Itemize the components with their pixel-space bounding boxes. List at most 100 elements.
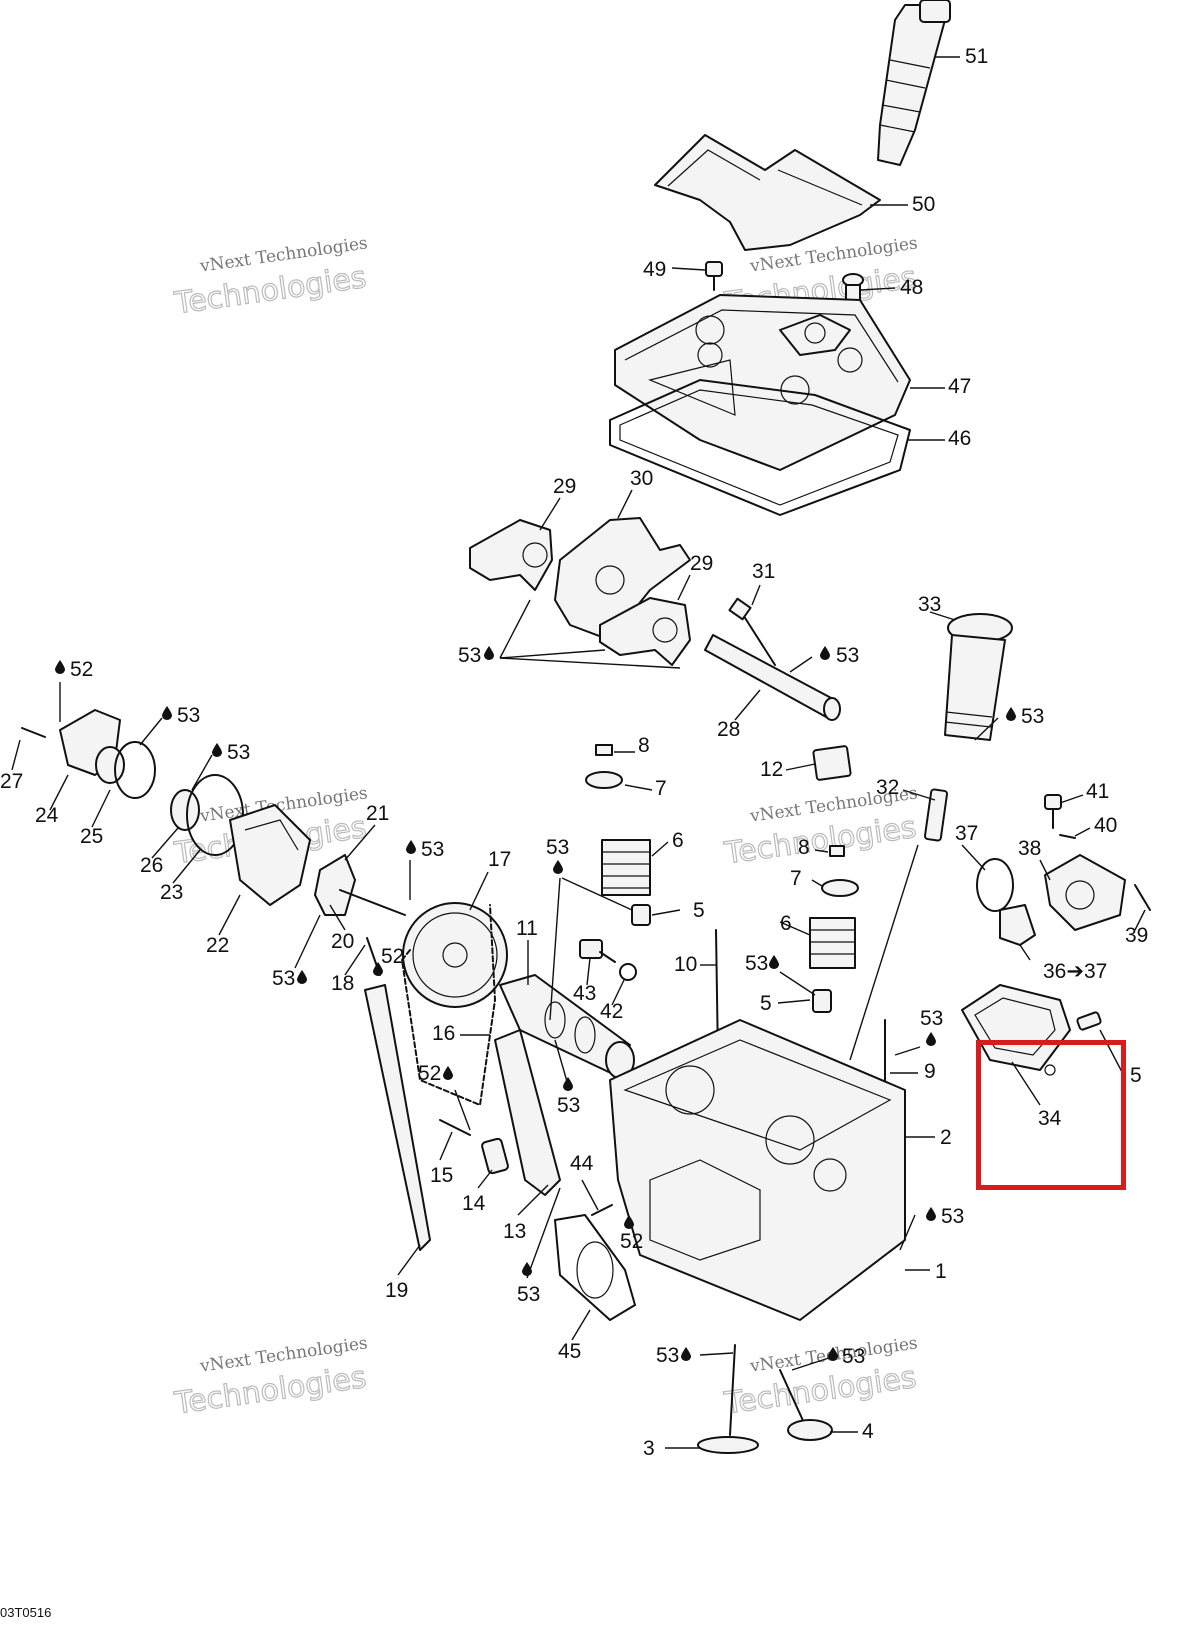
callout-53: 53 bbox=[227, 741, 250, 764]
callout-50: 50 bbox=[912, 193, 935, 216]
drop-icon bbox=[55, 660, 65, 674]
leader-lines bbox=[11, 56, 1146, 1449]
callout-5: 5 bbox=[760, 992, 772, 1015]
callout-14: 14 bbox=[462, 1192, 486, 1215]
drop-icon bbox=[297, 970, 307, 984]
drop-icon bbox=[563, 1077, 573, 1091]
callout-53: 53 bbox=[1021, 705, 1044, 728]
callout-26: 26 bbox=[140, 854, 163, 877]
camshaft-part bbox=[499, 974, 635, 1079]
sleeve-14-part bbox=[481, 1137, 509, 1175]
callout-37: 37 bbox=[955, 822, 978, 845]
callout-53: 53 bbox=[920, 1007, 943, 1030]
callout-32: 32 bbox=[876, 776, 899, 799]
ignition-coil-part bbox=[877, 0, 951, 166]
callout-51: 51 bbox=[965, 45, 988, 68]
watermark-bottom-right: vNext Technologies Technologies bbox=[721, 1333, 919, 1422]
valve-cover-gasket-part bbox=[609, 379, 911, 516]
callout-31: 31 bbox=[752, 560, 775, 583]
callout-13: 13 bbox=[503, 1220, 526, 1243]
callout-53: 53 bbox=[177, 704, 200, 727]
callout-38: 38 bbox=[1018, 837, 1041, 860]
callout-20: 20 bbox=[331, 930, 354, 953]
callout-53: 53 bbox=[836, 644, 859, 667]
callout-27: 27 bbox=[0, 770, 23, 793]
callout-33: 33 bbox=[918, 593, 941, 616]
grommet-48-part bbox=[842, 273, 864, 302]
callout-10: 10 bbox=[674, 953, 697, 976]
callout-1: 1 bbox=[935, 1260, 947, 1283]
callout-41: 41 bbox=[1086, 780, 1109, 803]
callout-43: 43 bbox=[573, 982, 596, 1005]
drop-icon bbox=[553, 860, 563, 874]
seal-26-part bbox=[170, 789, 200, 831]
callout-17: 17 bbox=[488, 848, 511, 871]
thermostat-36-part bbox=[999, 904, 1036, 946]
thermostat-seal-37-part bbox=[976, 858, 1014, 912]
drop-icon bbox=[820, 646, 830, 660]
callout-48: 48 bbox=[900, 276, 923, 299]
callout-53: 53 bbox=[656, 1344, 679, 1367]
water-outlet-left-part bbox=[21, 709, 156, 799]
cover-part bbox=[654, 134, 881, 251]
callout-40: 40 bbox=[1094, 814, 1117, 837]
callout-21: 21 bbox=[366, 802, 389, 825]
callout-24: 24 bbox=[35, 804, 59, 827]
drop-icon bbox=[681, 1347, 691, 1361]
cam-gear-cover-22-part bbox=[229, 804, 311, 906]
callout-15: 15 bbox=[430, 1164, 453, 1187]
callout-8: 8 bbox=[798, 836, 810, 859]
callout-36-to-37: 36➔37 bbox=[1043, 960, 1107, 983]
drop-icon bbox=[406, 840, 416, 854]
chain-guide-19-part bbox=[364, 984, 431, 1251]
callout-8: 8 bbox=[638, 734, 650, 757]
callout-44: 44 bbox=[570, 1152, 594, 1175]
callout-3: 3 bbox=[643, 1437, 655, 1460]
drop-icon bbox=[1006, 707, 1016, 721]
callout-9: 9 bbox=[924, 1060, 936, 1083]
rocker-arm-assembly-part bbox=[469, 517, 691, 666]
bolt-15-part bbox=[439, 1119, 471, 1136]
callout-49: 49 bbox=[643, 258, 666, 281]
camshaft-sprocket-part bbox=[402, 902, 508, 1008]
callout-53: 53 bbox=[546, 836, 569, 859]
callout-34: 34 bbox=[1038, 1107, 1062, 1130]
callout-11: 11 bbox=[516, 917, 538, 940]
callout-30: 30 bbox=[630, 467, 653, 490]
pin-44-part bbox=[591, 1204, 613, 1216]
callout-47: 47 bbox=[948, 375, 971, 398]
drop-icon bbox=[162, 706, 172, 720]
drawing-code: 03T0516 bbox=[0, 1605, 52, 1620]
intake-valve-part bbox=[697, 1344, 759, 1454]
thermostat-housing-38-part bbox=[1044, 854, 1126, 931]
spark-plug-part bbox=[923, 788, 949, 842]
callout-53: 53 bbox=[745, 952, 768, 975]
callout-45: 45 bbox=[558, 1340, 581, 1363]
callout-52: 52 bbox=[418, 1062, 441, 1085]
callout-7: 7 bbox=[790, 867, 802, 890]
watermark-top-left: vNext Technologies Technologies bbox=[171, 233, 369, 322]
temperature-sensor-part bbox=[579, 939, 637, 981]
cylinder-head-part bbox=[609, 1019, 906, 1321]
callout-16: 16 bbox=[432, 1022, 455, 1045]
callout-52: 52 bbox=[70, 658, 93, 681]
callout-53: 53 bbox=[557, 1094, 580, 1117]
drop-icon bbox=[522, 1262, 532, 1276]
callout-7: 7 bbox=[655, 777, 667, 800]
callout-52: 52 bbox=[381, 945, 404, 968]
highlight-box-part-34 bbox=[976, 1040, 1126, 1190]
valve-cover-part bbox=[614, 294, 911, 471]
callout-42: 42 bbox=[600, 1000, 623, 1023]
callout-39: 39 bbox=[1125, 924, 1148, 947]
valve-stem-seal-block-part bbox=[812, 745, 852, 781]
bolt-31-part bbox=[739, 609, 776, 666]
callout-52: 52 bbox=[620, 1230, 643, 1253]
callout-5: 5 bbox=[1130, 1064, 1142, 1087]
screw-40-part bbox=[1059, 834, 1076, 839]
callout-19: 19 bbox=[385, 1279, 408, 1302]
callout-29: 29 bbox=[690, 552, 713, 575]
callout-25: 25 bbox=[80, 825, 103, 848]
drop-icon bbox=[769, 955, 779, 969]
